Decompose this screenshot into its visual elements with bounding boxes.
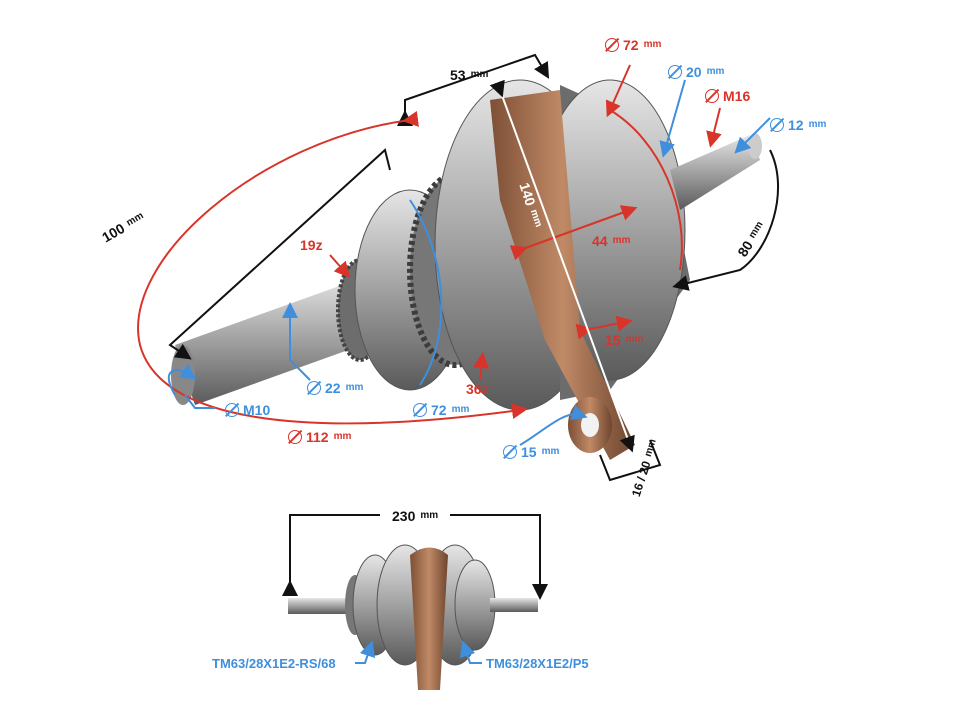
unit: mm: [541, 446, 560, 457]
diameter-icon: [225, 403, 239, 417]
dim-disc-diameter: 112 mm: [288, 430, 351, 444]
value: 22: [325, 380, 341, 396]
dim-bearing-diameter-left: 72 mm: [413, 403, 469, 417]
value: M16: [723, 88, 751, 104]
bearing-left-code: TM63/28X1E2-RS/68: [212, 656, 336, 671]
overview-crankshaft: [288, 544, 538, 690]
value: M10: [243, 402, 271, 418]
value: 15: [521, 444, 537, 460]
gear-teeth-19: 19z: [300, 238, 323, 252]
dim-shaft-diameter-left: 22 mm: [307, 381, 363, 395]
unit: mm: [451, 404, 470, 415]
dim-shaft-diameter-right: 20 mm: [668, 65, 724, 79]
dim-total-length: 230 mm: [392, 509, 438, 523]
unit: mm: [643, 39, 662, 50]
unit: mm: [470, 69, 489, 80]
diameter-icon: [705, 89, 719, 103]
value: 72: [431, 402, 447, 418]
diameter-icon: [503, 445, 517, 459]
value: 36z: [466, 381, 489, 397]
value: 44: [592, 233, 608, 249]
dim-tip-diameter: 12 mm: [770, 118, 826, 132]
dim-flywheel-diameter: 72 mm: [605, 38, 661, 52]
dim-width-53: 53 mm: [450, 68, 488, 82]
diameter-icon: [288, 430, 302, 444]
dim-thread-m10: M10: [225, 403, 270, 417]
unit: mm: [625, 334, 644, 345]
diameter-icon: [605, 38, 619, 52]
value: 53: [450, 67, 466, 83]
diameter-icon: [307, 381, 321, 395]
diameter-icon: [770, 118, 784, 132]
diameter-icon: [668, 65, 682, 79]
value: 230: [392, 508, 416, 524]
dim-offset: 44 mm: [592, 234, 630, 248]
gear-teeth-36: 36z: [466, 382, 489, 396]
value: 12: [788, 117, 804, 133]
value: 20: [686, 64, 702, 80]
diameter-icon: [413, 403, 427, 417]
value: 15: [605, 332, 621, 348]
value: 72: [623, 37, 639, 53]
unit: mm: [808, 119, 827, 130]
unit: mm: [345, 382, 364, 393]
unit: mm: [706, 66, 725, 77]
bearing-right-code: TM63/28X1E2/P5: [486, 656, 589, 671]
value: 112: [306, 429, 329, 445]
unit: mm: [612, 235, 631, 246]
value: 19z: [300, 237, 323, 253]
unit: mm: [420, 510, 439, 521]
dim-rod-width: 15 mm: [605, 333, 643, 347]
unit: mm: [333, 431, 352, 442]
unit: mm: [527, 208, 544, 229]
dim-small-end-diameter: 15 mm: [503, 445, 559, 459]
dim-thread-m16: M16: [705, 89, 750, 103]
